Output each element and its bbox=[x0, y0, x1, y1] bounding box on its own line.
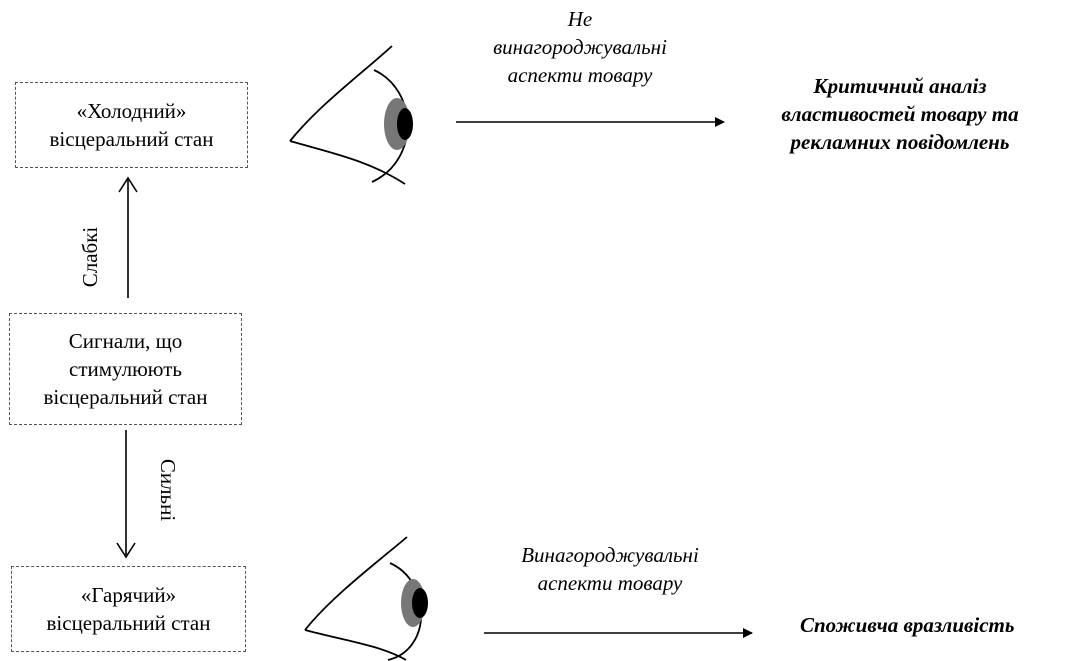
cold-state-line1: «Холодний» bbox=[76, 99, 187, 123]
non-reward-line2: винагороджувальні bbox=[493, 35, 667, 59]
strong-signals-label: Сильні bbox=[156, 458, 180, 522]
hot-state-line1: «Гарячий» bbox=[80, 583, 177, 607]
non-reward-aspects-label: Не винагороджувальні аспекти товару bbox=[455, 5, 705, 89]
hot-state-line2: вісцеральний стан bbox=[46, 611, 211, 635]
signals-line3: вісцеральний стан bbox=[43, 385, 208, 409]
eye-icon bbox=[289, 45, 413, 185]
cold-state-line2: вісцеральний стан bbox=[49, 127, 214, 151]
signals-line2: стимулюють bbox=[69, 357, 182, 381]
signals-line1: Сигнали, що bbox=[68, 329, 183, 353]
eye-icon bbox=[304, 536, 428, 661]
cold-state-box: «Холодний» вісцеральний стан bbox=[15, 82, 248, 168]
weak-signals-label: Слабкі bbox=[78, 226, 102, 288]
non-reward-line1: Не bbox=[567, 7, 593, 31]
critical-analysis-label: Критичний аналіз властивостей товару та … bbox=[740, 72, 1060, 156]
signals-box: Сигнали, що стимулюють вісцеральний стан bbox=[9, 313, 242, 425]
arrow-down-icon bbox=[116, 430, 136, 559]
hot-state-box: «Гарячий» вісцеральний стан bbox=[11, 566, 246, 652]
critical-line3: рекламних повідомлень bbox=[790, 130, 1010, 154]
reward-line2: аспекти товару bbox=[537, 571, 683, 595]
critical-line2: властивостей товару та bbox=[781, 102, 1019, 126]
critical-line1: Критичний аналіз bbox=[813, 74, 987, 98]
non-reward-line3: аспекти товару bbox=[507, 63, 653, 87]
reward-aspects-label: Винагороджувальні аспекти товару bbox=[470, 541, 750, 597]
arrow-up-icon bbox=[118, 176, 138, 298]
reward-line1: Винагороджувальні bbox=[521, 543, 699, 567]
consumer-vulnerability-label: Споживча вразливість bbox=[800, 613, 1015, 637]
